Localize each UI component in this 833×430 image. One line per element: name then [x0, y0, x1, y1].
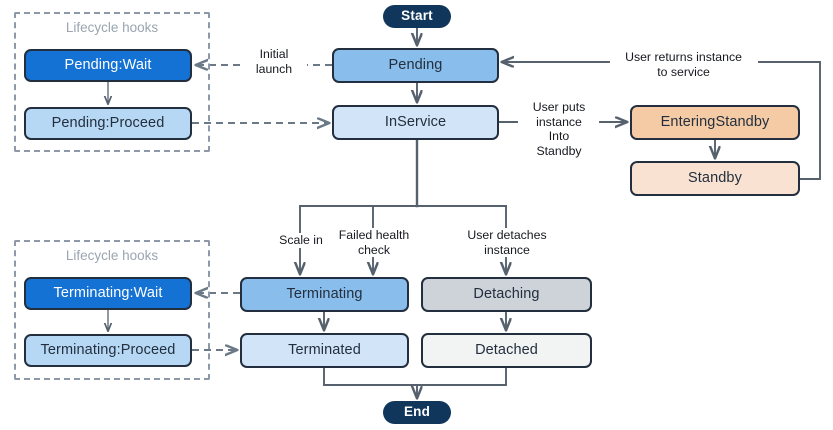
node-pending-wait[interactable]: Pending:Wait	[24, 49, 192, 82]
node-standby[interactable]: Standby	[630, 161, 800, 196]
edge-terminated-to-end	[323, 367, 417, 398]
node-terminating-proceed[interactable]: Terminating:Proceed	[24, 334, 192, 367]
edge-label-user-returns-instance: User returns instance to service	[611, 50, 756, 79]
node-detached[interactable]: Detached	[421, 333, 592, 368]
edge-label-user-puts-standby: User puts instance Into Standby	[520, 100, 598, 158]
edge-label-initial-launch: Initial launch	[243, 47, 305, 76]
edge-label-failed-health-check: Failed health check	[333, 228, 415, 257]
edge-detached-to-end	[416, 367, 507, 386]
node-end[interactable]: End	[383, 401, 451, 424]
node-terminated[interactable]: Terminated	[240, 333, 409, 368]
node-pending-proceed[interactable]: Pending:Proceed	[24, 107, 192, 140]
node-detaching[interactable]: Detaching	[421, 277, 592, 312]
node-start[interactable]: Start	[383, 5, 451, 28]
edge-label-scale-in: Scale in	[272, 233, 330, 248]
node-terminating-wait[interactable]: Terminating:Wait	[24, 277, 192, 310]
group-lifecycle-hooks-terminating	[14, 240, 210, 380]
group-title-lifecycle-hooks-terminating: Lifecycle hooks	[65, 248, 159, 263]
node-pending[interactable]: Pending	[332, 48, 499, 83]
edge-label-user-detaches-instance: User detaches instance	[462, 228, 552, 257]
node-entering-standby[interactable]: EnteringStandby	[630, 105, 800, 140]
group-lifecycle-hooks-pending	[14, 12, 210, 152]
node-terminating[interactable]: Terminating	[240, 277, 409, 312]
node-inservice[interactable]: InService	[332, 105, 499, 140]
group-title-lifecycle-hooks-pending: Lifecycle hooks	[65, 20, 159, 35]
